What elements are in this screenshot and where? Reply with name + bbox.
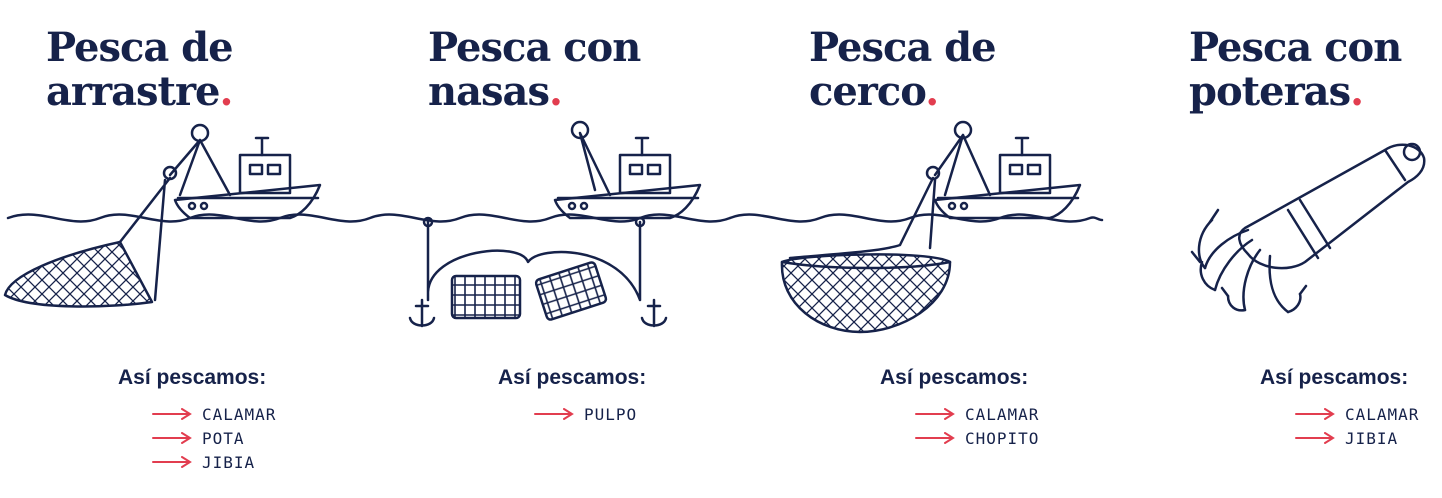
arrow-right-icon [152,408,192,420]
anchor-right [640,298,668,328]
list-item: POTA [152,426,276,450]
how-we-fish-heading: Así pescamos: [880,366,1029,389]
column-poteras: Pesca con poteras. Así pescamos: CALAMAR… [1189,0,1442,498]
nasas-rope [426,220,642,302]
list-item: JIBIA [152,450,276,474]
fishing-illustrations [3,120,1426,334]
list-item: CALAMAR [915,402,1039,426]
trawl-net [3,240,154,308]
arrow-right-icon [915,432,955,444]
title-line-2: cerco [809,68,926,115]
column-title: Pesca de cerco. [809,24,997,115]
arrow-right-icon [1295,432,1335,444]
title-line-2: arrastre [46,68,221,115]
list-item: CALAMAR [1295,402,1419,426]
column-title: Pesca con poteras. [1189,24,1402,115]
column-nasas: Pesca con nasas. Así pescamos: PULPO [428,0,788,498]
title-dot: . [219,68,234,115]
list-item: PULPO [534,402,637,426]
title-dot: . [925,68,939,115]
arrow-right-icon [152,432,192,444]
how-we-fish-heading: Así pescamos: [1260,366,1409,389]
cerco-net [780,253,952,334]
column-cerco: Pesca de cerco. Así pescamos: CALAMAR CH… [809,0,1169,498]
title-line-1: Pesca de [46,24,234,71]
anchor-left [408,298,436,328]
list-item: JIBIA [1295,426,1419,450]
species-list: CALAMAR POTA JIBIA [152,402,276,474]
title-line-2: nasas [428,68,550,115]
sea-wave-right [728,213,1104,223]
arrow-right-icon [152,456,192,468]
boat-trawl [162,123,322,220]
species-list: CALAMAR CHOPITO [915,402,1039,450]
species-list: PULPO [534,402,637,426]
boat-cerco [925,120,1082,220]
title-dot: . [548,68,563,115]
arrow-right-icon [915,408,955,420]
title-dot: . [1350,68,1364,115]
arrow-right-icon [534,408,574,420]
list-item: CALAMAR [152,402,276,426]
potera-jig [1190,142,1426,314]
title-line-1: Pesca con [428,24,641,71]
sea-wave-left [6,213,732,223]
nasa-trap-2 [534,261,608,321]
boat-nasas [553,120,702,220]
column-title: Pesca con nasas. [428,24,641,115]
column-arrastre: Pesca de arrastre. Así pescamos: CALAMAR… [46,0,406,498]
how-we-fish-heading: Así pescamos: [498,366,647,389]
arrow-right-icon [1295,408,1335,420]
title-line-1: Pesca de [809,24,997,71]
trawl-lines [118,176,172,302]
column-title: Pesca de arrastre. [46,24,234,115]
list-item: CHOPITO [915,426,1039,450]
species-list: CALAMAR JIBIA [1295,402,1419,450]
title-line-2: poteras [1189,68,1351,115]
how-we-fish-heading: Así pescamos: [118,366,267,389]
nasa-trap-1 [450,274,522,320]
title-line-1: Pesca con [1189,24,1402,71]
